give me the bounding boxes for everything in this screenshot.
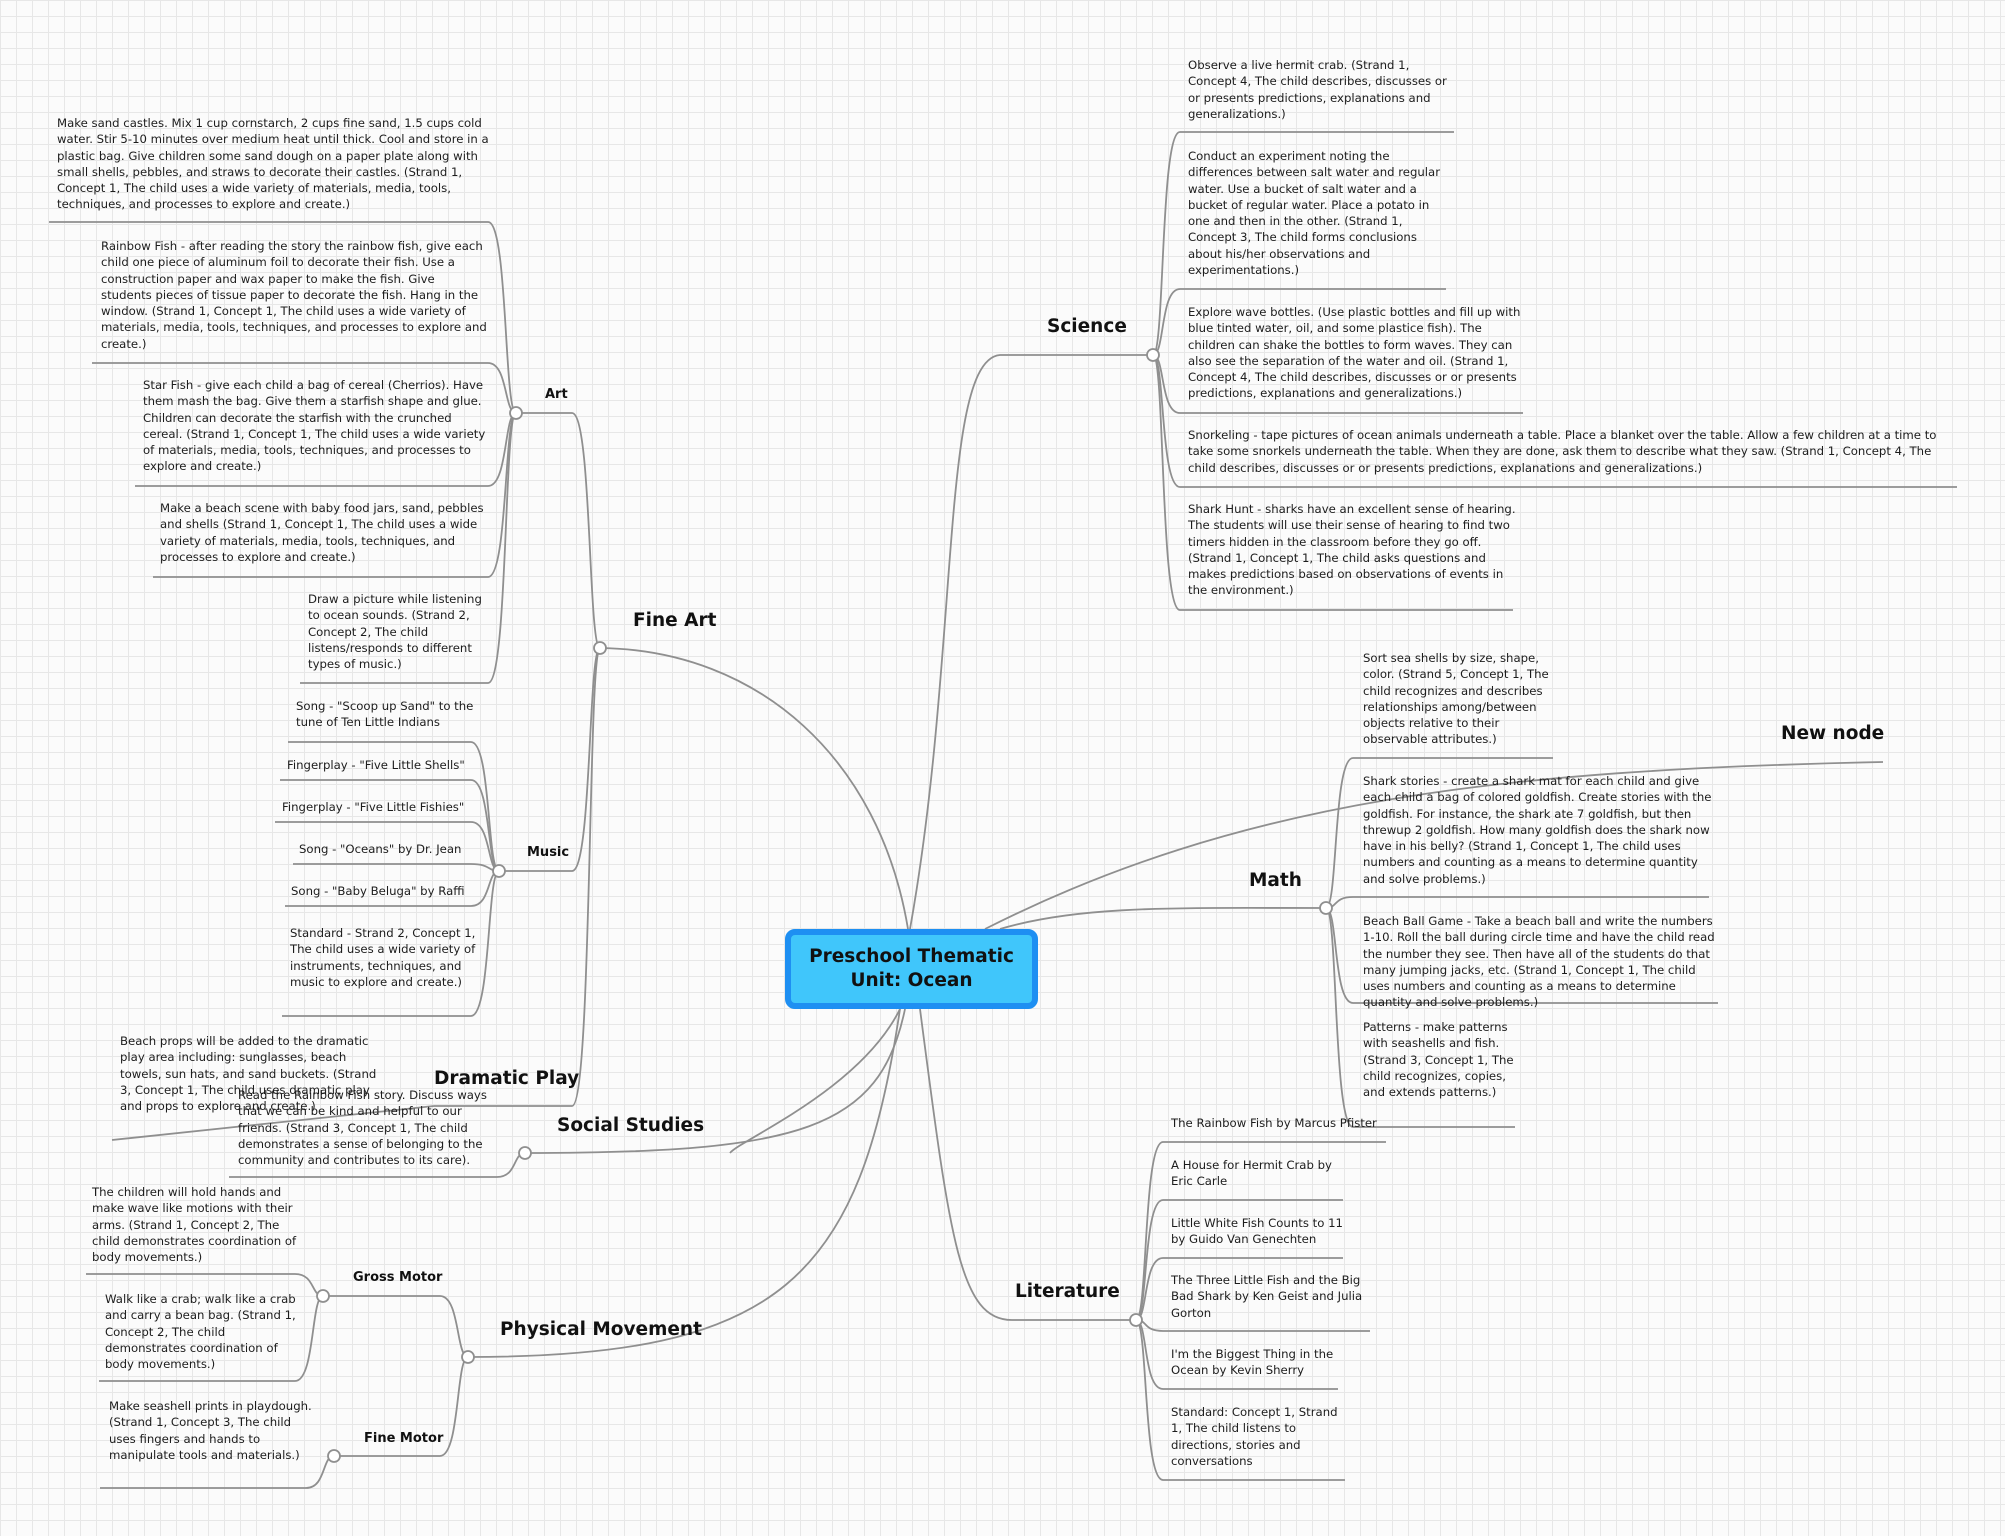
fine-motor-item[interactable]: Make seashell prints in playdough. (Stra… — [109, 1399, 312, 1462]
science-item[interactable]: Shark Hunt - sharks have an excellent se… — [1188, 502, 1516, 598]
branch-science[interactable]: Science — [1047, 316, 1127, 337]
music-item[interactable]: Fingerplay - "Five Little Shells" — [287, 758, 465, 772]
branch-dramatic-play[interactable]: Dramatic Play — [434, 1068, 580, 1089]
math-item[interactable]: Beach Ball Game - Take a beach ball and … — [1363, 914, 1715, 1010]
music-item[interactable]: Fingerplay - "Five Little Fishies" — [282, 800, 465, 814]
math-item[interactable]: Patterns - make patterns with seashells … — [1363, 1020, 1514, 1100]
math-item[interactable]: Sort sea shells by size, shape, color. (… — [1363, 651, 1549, 747]
branch-literature[interactable]: Literature — [1015, 1281, 1120, 1302]
subtopic-fine-motor[interactable]: Fine Motor — [364, 1431, 444, 1446]
art-item[interactable]: Make sand castles. Mix 1 cup cornstarch,… — [57, 116, 489, 212]
math-item[interactable]: Shark stories - create a shark mat for e… — [1363, 774, 1712, 886]
branch-physical-movement[interactable]: Physical Movement — [500, 1319, 702, 1340]
gross-motor-item[interactable]: The children will hold hands and make wa… — [92, 1185, 297, 1265]
subtopic-gross-motor[interactable]: Gross Motor — [353, 1270, 443, 1285]
science-item[interactable]: Explore wave bottles. (Use plastic bottl… — [1188, 305, 1521, 401]
literature-item[interactable]: A House for Hermit Crab by Eric Carle — [1171, 1158, 1332, 1189]
science-item[interactable]: Observe a live hermit crab. (Strand 1, C… — [1188, 58, 1447, 121]
art-item[interactable]: Make a beach scene with baby food jars, … — [160, 501, 484, 564]
branch-fine-art[interactable]: Fine Art — [633, 610, 717, 631]
literature-item[interactable]: Standard: Concept 1, Strand 1, The child… — [1171, 1405, 1338, 1468]
music-item[interactable]: Song - "Oceans" by Dr. Jean — [299, 842, 462, 856]
science-item[interactable]: Snorkeling - tape pictures of ocean anim… — [1188, 428, 1937, 475]
gross-motor-item[interactable]: Walk like a crab; walk like a crab and c… — [105, 1292, 296, 1372]
subtopic-art[interactable]: Art — [545, 387, 568, 402]
music-item[interactable]: Song - "Scoop up Sand" to the tune of Te… — [296, 699, 474, 730]
root-topic[interactable]: Preschool Thematic Unit: Ocean — [785, 929, 1038, 1009]
dramatic-play-item[interactable]: Beach props will be added to the dramati… — [120, 1034, 377, 1114]
literature-item[interactable]: The Rainbow Fish by Marcus Pfister — [1171, 1116, 1377, 1130]
art-item[interactable]: Star Fish - give each child a bag of cer… — [143, 378, 486, 474]
social-studies-item[interactable]: Read the Rainbow Fish story. Discuss way… — [238, 1088, 487, 1168]
music-item[interactable]: Standard - Strand 2, Concept 1, The chil… — [290, 926, 476, 989]
literature-item[interactable]: Little White Fish Counts to 11 by Guido … — [1171, 1216, 1343, 1247]
branch-social-studies[interactable]: Social Studies — [557, 1115, 705, 1136]
literature-item[interactable]: The Three Little Fish and the Big Bad Sh… — [1171, 1273, 1363, 1320]
branch-new-node[interactable]: New node — [1781, 723, 1885, 744]
branch-math[interactable]: Math — [1249, 870, 1302, 891]
music-item[interactable]: Song - "Baby Beluga" by Raffi — [291, 884, 465, 898]
literature-item[interactable]: I'm the Biggest Thing in the Ocean by Ke… — [1171, 1347, 1334, 1378]
art-item[interactable]: Rainbow Fish - after reading the story t… — [101, 239, 487, 351]
art-item[interactable]: Draw a picture while listening to ocean … — [308, 592, 482, 672]
science-item[interactable]: Conduct an experiment noting the differe… — [1188, 149, 1441, 278]
subtopic-music[interactable]: Music — [527, 845, 570, 860]
